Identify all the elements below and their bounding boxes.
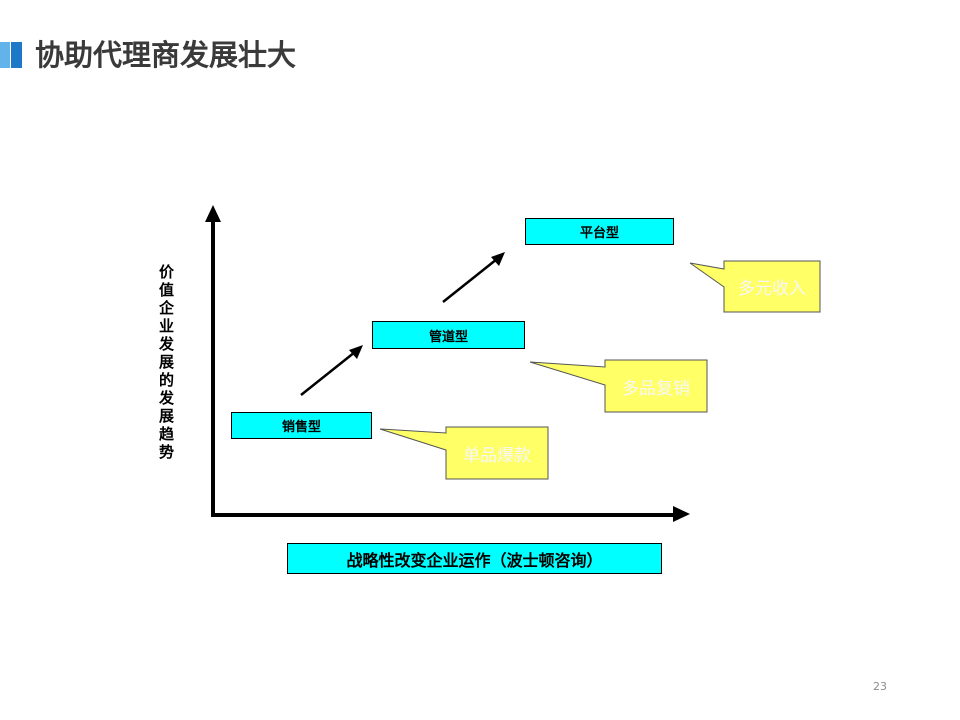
x-axis-arrow-icon bbox=[673, 506, 690, 522]
stage-box-sales: 销售型 bbox=[231, 412, 372, 439]
title-marker-icon bbox=[0, 42, 10, 68]
callout-text-3: 多元收入 bbox=[738, 279, 806, 299]
y-axis-arrow-icon bbox=[205, 205, 221, 222]
stage-box-platform: 平台型 bbox=[525, 218, 674, 245]
callout-text-1: 单品爆款 bbox=[463, 445, 531, 466]
callout-bubble-3 bbox=[689, 260, 821, 313]
trend-arrow-line-1 bbox=[300, 351, 356, 396]
callout-bubble-2 bbox=[529, 359, 708, 413]
x-axis-caption: 战略性改变企业运作（波士顿咨询） bbox=[287, 543, 662, 574]
diagonal-arrow-icon bbox=[349, 345, 363, 359]
title-marker-icon-accent bbox=[11, 42, 22, 68]
stage-box-channel: 管道型 bbox=[372, 321, 525, 349]
page-title: 协助代理商发展壮大 bbox=[35, 38, 297, 72]
diagonal-arrow-icon bbox=[491, 252, 505, 266]
y-axis-label: 价值企业发展的发展趋势 bbox=[157, 264, 175, 462]
callout-bubble-1 bbox=[379, 426, 549, 480]
callout-text-2: 多品复销 bbox=[622, 378, 690, 399]
trend-arrow-line-2 bbox=[442, 258, 498, 303]
page-number: 23 bbox=[873, 680, 887, 693]
